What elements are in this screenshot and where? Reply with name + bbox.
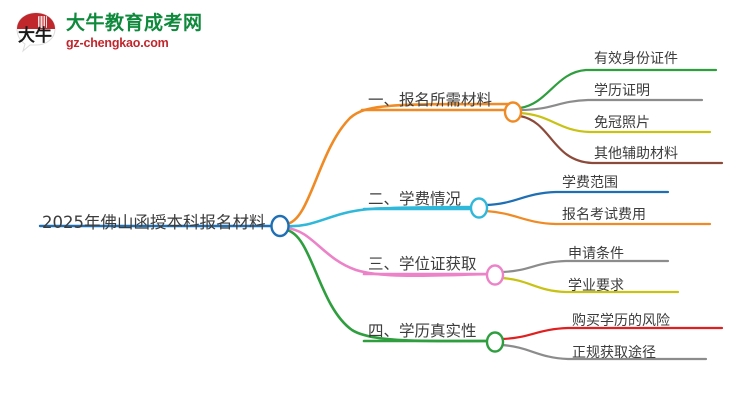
leaf-label-4-2[interactable]: 正规获取途径: [572, 345, 656, 361]
branch-label-2[interactable]: 二、学费情况: [368, 190, 462, 208]
branch-3-node: [485, 264, 505, 286]
speech-bubble-logo-icon: 大牛: [14, 10, 58, 54]
root-node-label[interactable]: 2025年佛山函授本科报名材料: [42, 213, 266, 232]
leaf-label-1-3[interactable]: 免冠照片: [594, 115, 650, 131]
brand-domain: gz-chengkao.com: [66, 36, 169, 51]
leaf-label-2-1[interactable]: 学费范围: [562, 175, 618, 191]
leaf-label-4-1[interactable]: 购买学历的风险: [572, 313, 670, 329]
brand-name: 大牛教育成考网: [66, 12, 203, 35]
branch-label-1[interactable]: 一、报名所需材料: [368, 91, 493, 109]
link-root-branch-2: [284, 205, 480, 228]
site-logo[interactable]: 大牛 大牛教育成考网 gz-chengkao.com: [14, 10, 203, 54]
leaf-label-1-1[interactable]: 有效身份证件: [594, 51, 678, 67]
link-b1-child-2: [518, 98, 704, 112]
branch-1-node: [503, 101, 523, 123]
leaf-label-1-4[interactable]: 其他辅助材料: [594, 146, 678, 162]
svg-text:大牛: 大牛: [18, 25, 52, 46]
root-node: [270, 214, 290, 238]
branch-4-node: [485, 331, 505, 353]
leaf-label-2-2[interactable]: 报名考试费用: [562, 207, 646, 223]
branch-2-node: [469, 197, 489, 219]
leaf-label-1-2[interactable]: 学历证明: [594, 83, 650, 99]
branch-label-3[interactable]: 三、学位证获取: [368, 255, 477, 273]
branch-label-4[interactable]: 四、学历真实性: [368, 322, 477, 340]
leaf-label-3-2[interactable]: 学业要求: [568, 278, 624, 294]
leaf-label-3-1[interactable]: 申请条件: [568, 246, 624, 262]
